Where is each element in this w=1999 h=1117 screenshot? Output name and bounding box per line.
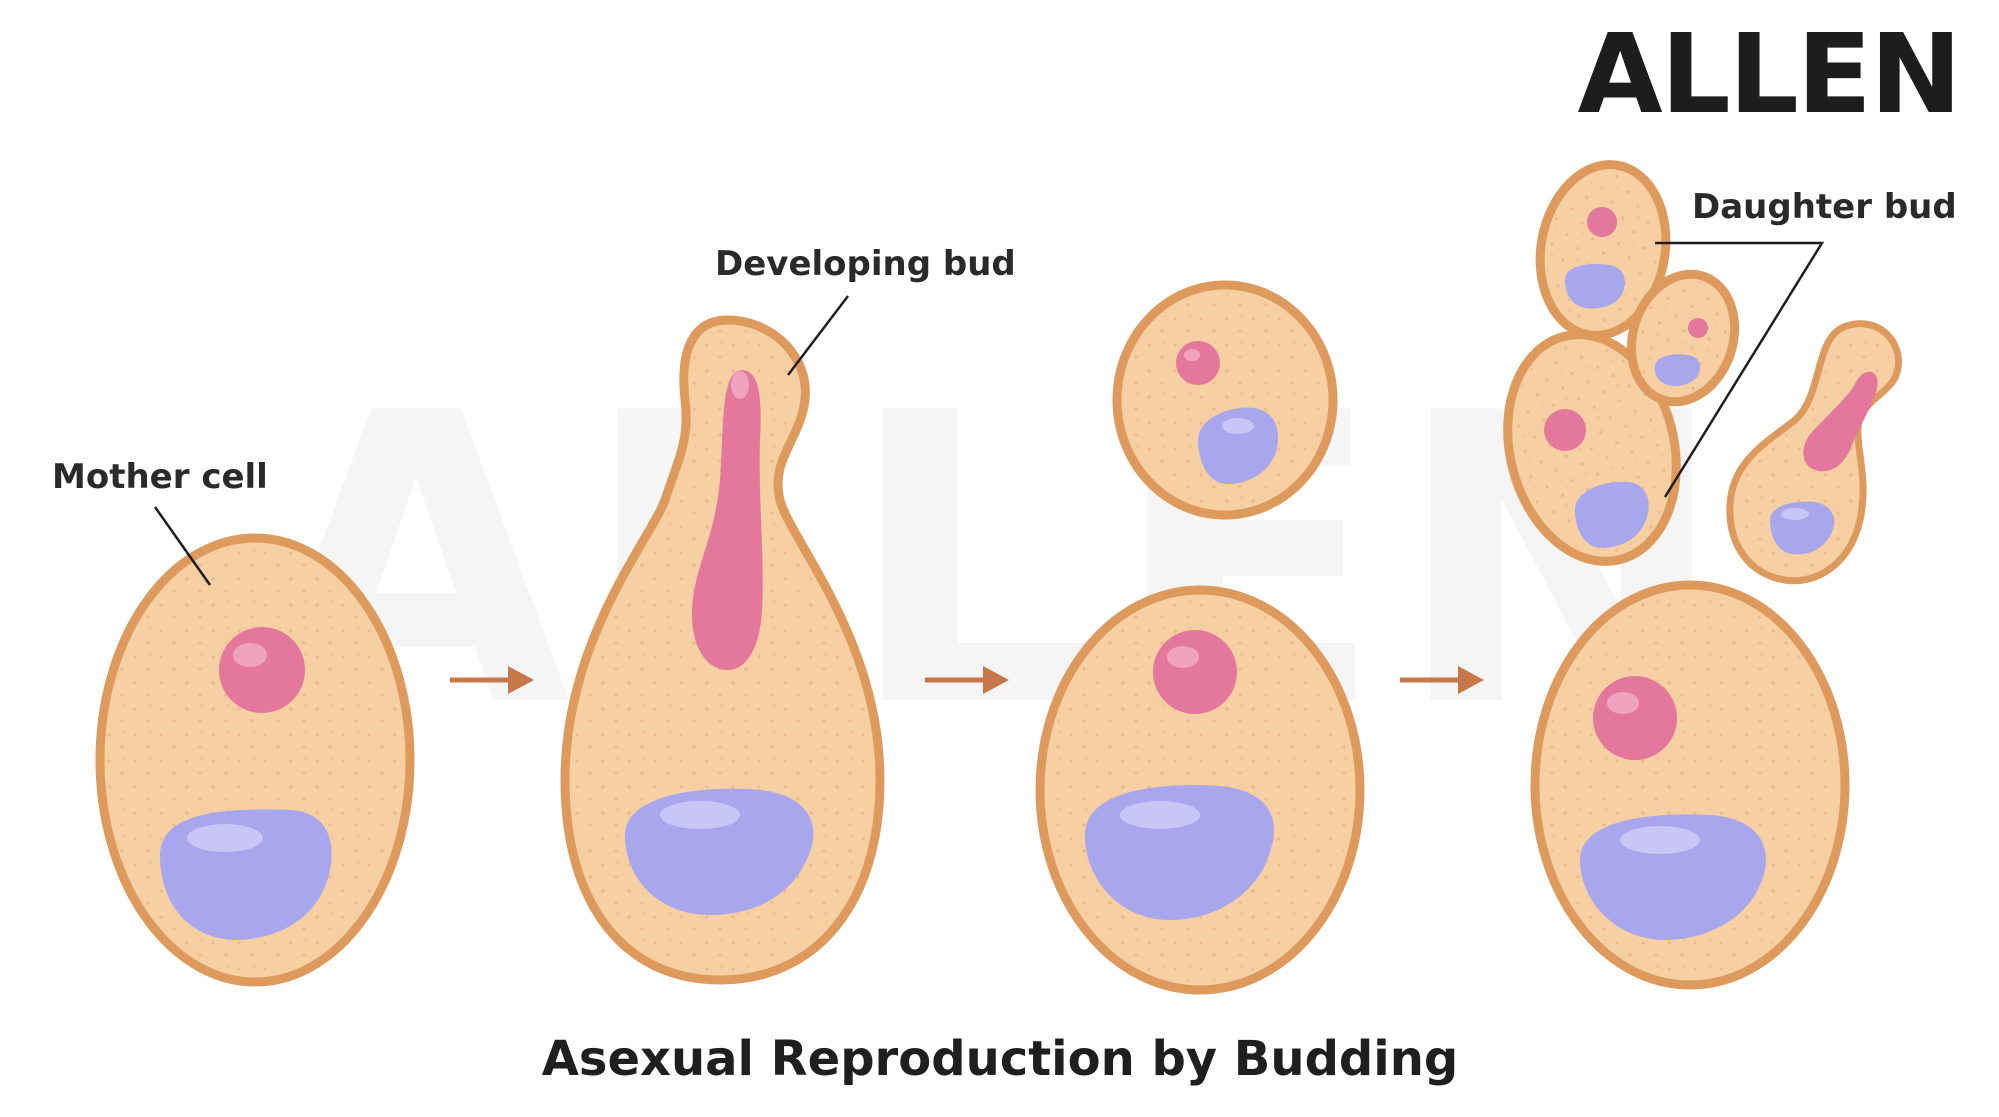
label-mother-cell: Mother cell xyxy=(52,457,268,497)
daughter-nucleus xyxy=(1688,318,1708,338)
daughter-vacuole xyxy=(1575,481,1649,548)
arrow-2 xyxy=(925,666,1009,694)
bud-vacuole xyxy=(1198,407,1279,485)
bud-nucleus-highlight xyxy=(1184,349,1200,361)
nucleus-highlight xyxy=(1167,646,1199,668)
daughter-vacuole-highlight xyxy=(1781,508,1809,520)
daughter-vacuole xyxy=(1654,354,1701,386)
vacuole-highlight xyxy=(1120,801,1200,829)
label-daughter-bud: Daughter bud xyxy=(1692,187,1957,227)
daughter-vacuole xyxy=(1565,263,1625,309)
vacuole-highlight xyxy=(187,824,263,852)
arrow-1 xyxy=(450,666,534,694)
daughter-nucleus xyxy=(1544,409,1586,451)
nucleus xyxy=(1153,630,1237,714)
stage-3-bud-separating xyxy=(1035,280,1365,995)
nucleus-highlight xyxy=(731,371,749,399)
bud-nucleus xyxy=(1176,341,1220,385)
label-developing-bud-group: Developing bud xyxy=(715,244,1016,376)
nucleus xyxy=(219,627,305,713)
leader-developing-bud xyxy=(787,295,849,376)
nucleus-highlight xyxy=(1607,692,1639,714)
stage-2-developing-bud xyxy=(560,315,885,985)
arrow-3 xyxy=(1400,666,1484,694)
allen-logo: ALLEN xyxy=(1577,10,1960,138)
nucleus xyxy=(1593,676,1677,760)
leader-mother-cell xyxy=(153,506,212,586)
caption-title: Asexual Reproduction by Budding xyxy=(542,1031,1459,1087)
elongating-nucleus xyxy=(692,370,763,670)
label-mother-cell-group: Mother cell xyxy=(52,457,268,586)
label-developing-bud: Developing bud xyxy=(715,244,1016,284)
daughter-nucleus xyxy=(1587,207,1617,237)
bud-vacuole-highlight xyxy=(1222,418,1254,434)
nucleus-highlight xyxy=(233,643,267,667)
label-daughter-bud-group: Daughter bud xyxy=(1655,187,1957,498)
daughter-nucleus xyxy=(1803,371,1878,472)
leader-daughter-bud xyxy=(1655,241,1825,498)
stage-1-mother-cell xyxy=(95,533,415,987)
vacuole-highlight xyxy=(1620,826,1700,854)
vacuole-highlight xyxy=(660,801,740,829)
stage-4-daughter-buds xyxy=(1503,160,1902,990)
